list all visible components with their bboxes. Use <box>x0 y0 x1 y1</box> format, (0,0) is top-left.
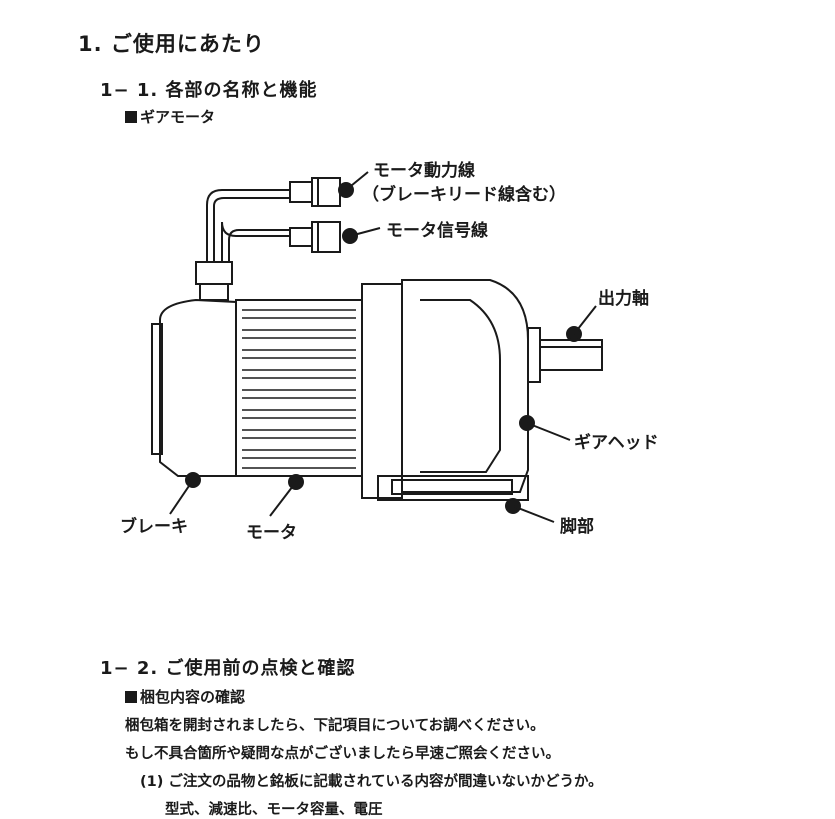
check-item-1: (1) ご注文の品物と銘板に記載されている内容が間違いないかどうか。 <box>140 774 603 790</box>
power-connector-plug <box>289 181 313 203</box>
label-motor: モータ <box>246 523 297 543</box>
section-title: 1. ご使用にあたり <box>78 32 265 56</box>
label-output-shaft: 出力軸 <box>598 289 649 309</box>
heading-package-contents-text: 梱包内容の確認 <box>140 688 246 706</box>
cable-gland <box>195 261 233 285</box>
square-bullet-icon <box>125 691 137 703</box>
subsection-title-parts: 1− 1. 各部の名称と機能 <box>100 80 318 101</box>
motor-flange <box>361 283 403 499</box>
square-bullet-icon <box>125 111 137 123</box>
paragraph-open-box: 梱包箱を開封されましたら、下記項目についてお調べください。 <box>125 718 545 734</box>
label-foot: 脚部 <box>560 517 594 537</box>
foot <box>377 475 529 501</box>
label-motor-power-line: モータ動力線 <box>373 161 475 181</box>
label-brake-lead-note: （ブレーキリード線含む） <box>362 185 566 205</box>
heading-gear-motor: ギアモータ <box>125 106 215 127</box>
signal-connector-socket <box>311 221 341 253</box>
gear-motor-diagram <box>151 171 603 523</box>
power-cable <box>206 189 290 262</box>
output-shaft <box>539 339 603 371</box>
subsection-title-inspection: 1− 2. ご使用前の点検と確認 <box>100 658 356 679</box>
signal-cable <box>221 221 290 262</box>
label-motor-signal-line: モータ信号線 <box>386 221 488 241</box>
label-brake: ブレーキ <box>120 517 188 537</box>
heading-package-contents: 梱包内容の確認 <box>125 686 245 707</box>
power-connector-socket <box>311 177 341 207</box>
check-item-1-detail: 型式、減速比、モータ容量、電圧 <box>165 802 383 818</box>
gear-head <box>401 279 529 493</box>
paragraph-contact: もし不具合箇所や疑問な点がございましたら早速ご照会ください。 <box>125 746 560 762</box>
label-gear-head: ギアヘッド <box>574 433 659 453</box>
brake-housing <box>159 298 237 477</box>
signal-connector-plug <box>289 227 313 247</box>
heading-gear-motor-text: ギアモータ <box>140 108 216 126</box>
